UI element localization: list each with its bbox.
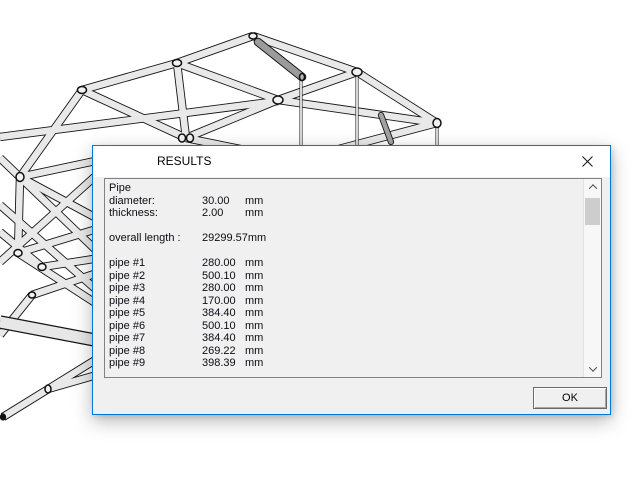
row-value: 384.40 (202, 307, 236, 319)
row-label: pipe #3 (109, 282, 146, 294)
result-row: pipe #3 280.00 mm (109, 282, 583, 295)
row-label: pipe #6 (109, 319, 146, 332)
row-label (109, 220, 202, 233)
results-list[interactable]: Pipe diameter: 30.00 mm thickness: 2.00 mm o… (104, 178, 602, 378)
close-button[interactable] (565, 146, 610, 176)
row-value: 170.00 (202, 294, 236, 307)
result-row: pipe #2 500.10 mm (109, 270, 583, 283)
row-label: pipe #9 (109, 357, 146, 369)
row-value: 280.00 (202, 257, 236, 269)
ok-button-label: OK (562, 392, 578, 404)
result-row: pipe #9 398.39 mm (109, 357, 583, 370)
row-label: pipe #7 (109, 332, 146, 344)
row-label: pipe #2 (109, 269, 146, 282)
row-label: pipe #5 (109, 307, 146, 319)
row-label: pipe #4 (109, 294, 146, 307)
result-row: pipe #4 170.00 mm (109, 295, 583, 308)
row-label: pipe #8 (109, 344, 146, 357)
vertical-scrollbar[interactable] (583, 179, 601, 377)
row-value: 500.10 (202, 269, 236, 282)
results-text: Pipe diameter: 30.00 mm thickness: 2.00 mm o… (105, 179, 583, 377)
result-row (109, 245, 583, 258)
ok-button[interactable]: OK (533, 387, 607, 409)
row-unit: mm (245, 257, 264, 269)
row-label: overall length : (109, 232, 181, 244)
row-unit: mm (247, 232, 267, 244)
scrollbar-thumb[interactable] (585, 198, 600, 225)
result-row (109, 220, 583, 233)
chevron-down-icon (588, 363, 597, 372)
row-label: diameter: (109, 194, 155, 207)
row-unit: mm (245, 332, 264, 344)
result-row: pipe #6 500.10 mm (109, 320, 583, 333)
scroll-down-button[interactable] (584, 361, 601, 377)
result-row: pipe #1 280.00 mm (109, 257, 583, 270)
result-row: pipe #8 269.22 mm (109, 345, 583, 358)
row-unit: mm (245, 357, 264, 369)
dialog-title: RESULTS (157, 154, 212, 168)
row-value: 29299.57 (202, 232, 248, 244)
result-row: Pipe (109, 182, 583, 195)
row-value: 2.00 (202, 207, 224, 219)
row-unit: mm (245, 344, 264, 357)
result-row: thickness: 2.00 mm (109, 207, 583, 220)
results-dialog: RESULTS Pipe diameter: 30.00 mm thickness:… (92, 145, 611, 415)
row-unit: mm (245, 294, 264, 307)
row-value (202, 245, 245, 258)
result-row: pipe #7 384.40 mm (109, 332, 583, 345)
close-icon (582, 155, 593, 167)
row-label: Pipe (109, 182, 132, 194)
row-unit: mm (245, 282, 264, 294)
row-unit: mm (245, 319, 264, 332)
row-value: 269.22 (202, 344, 236, 357)
scroll-up-button[interactable] (584, 179, 601, 195)
row-unit: mm (245, 307, 264, 319)
row-unit: mm (245, 194, 264, 207)
row-value: 30.00 (202, 194, 230, 207)
row-label (109, 245, 202, 258)
row-unit: mm (245, 269, 264, 282)
row-value: 280.00 (202, 282, 236, 294)
row-value: 500.10 (202, 319, 236, 332)
chevron-up-icon (588, 184, 597, 193)
row-unit: mm (245, 207, 264, 219)
row-label: thickness: (109, 207, 158, 219)
row-label: pipe #1 (109, 257, 146, 269)
row-value: 398.39 (202, 357, 236, 369)
result-row: pipe #5 384.40 mm (109, 307, 583, 320)
dialog-titlebar[interactable]: RESULTS (93, 146, 610, 177)
row-value: 384.40 (202, 332, 236, 344)
row-value (202, 220, 245, 233)
row-value (202, 182, 245, 195)
result-row: diameter: 30.00 mm (109, 195, 583, 208)
